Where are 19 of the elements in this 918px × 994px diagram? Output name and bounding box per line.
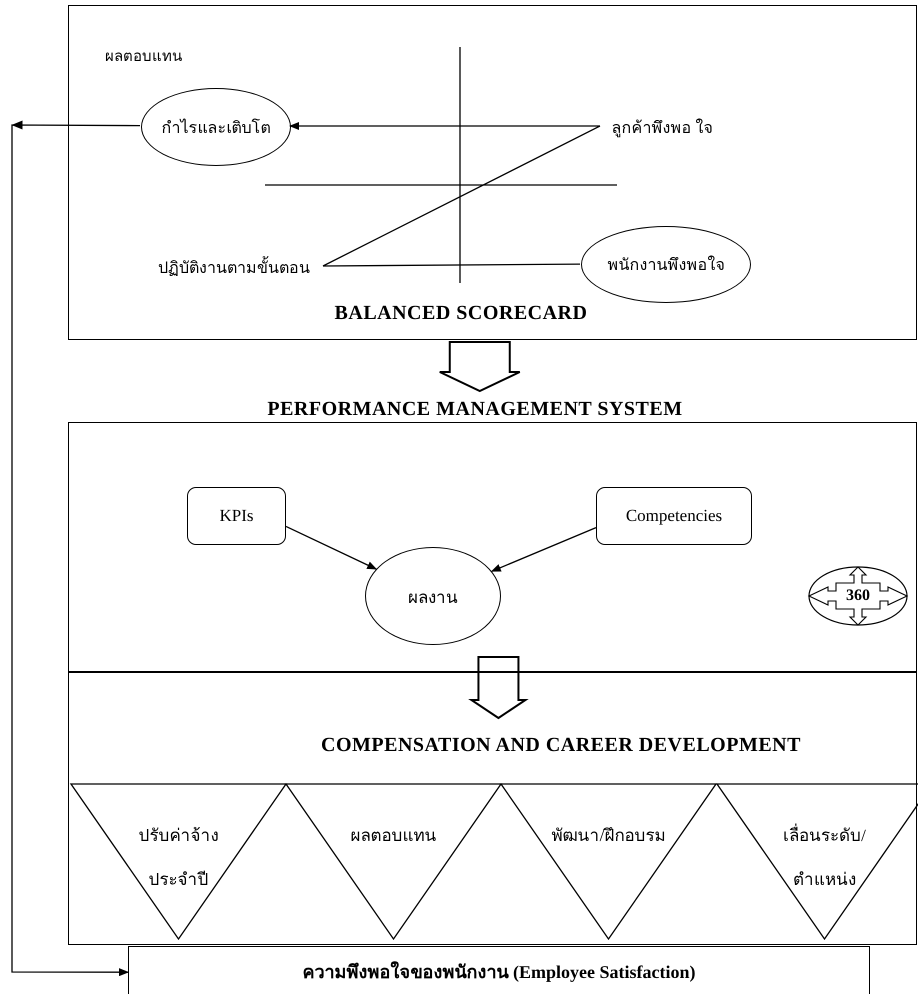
satisfaction-box: ความพึงพอใจของพนักงาน (Employee Satisfaction) — [128, 946, 870, 994]
node-label: ปฏิบัติงานตามขั้นตอน — [144, 254, 324, 280]
text-label: ผลตอบแทน — [105, 48, 182, 67]
panel — [68, 5, 917, 340]
panel — [68, 672, 917, 945]
oval-node: ผลงาน — [365, 547, 501, 645]
triangle-label: พัฒนา/ฝึกอบรม — [550, 825, 666, 847]
icon-label: 360 — [845, 586, 871, 606]
triangle-label: ปรับค่าจ้าง ประจำปี — [138, 825, 220, 891]
panel-heading: COMPENSATION AND CAREER DEVELOPMENT — [320, 734, 802, 757]
node-label: ลูกค้าพึงพอ ใจ — [601, 114, 723, 140]
triangle-label: เลื่อนระดับ/ ตำแหน่ง — [774, 814, 874, 902]
oval-node: พนักงานพึงพอใจ — [581, 226, 751, 303]
triangle-label: ผลตอบแทน — [350, 825, 438, 847]
rounded-box: Competencies — [596, 487, 752, 545]
oval-node: กำไรและเติบโต — [141, 88, 291, 166]
panel-heading: PERFORMANCE MANAGEMENT SYSTEM — [266, 398, 684, 421]
panel-heading: BALANCED SCORECARD — [334, 302, 588, 325]
rounded-box: KPIs — [187, 487, 286, 545]
